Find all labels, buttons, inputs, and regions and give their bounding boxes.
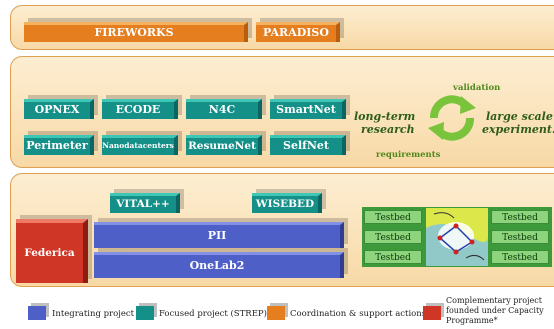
n4c-label: N4C	[208, 103, 236, 116]
onelab2-box: OneLab2	[94, 252, 344, 278]
opnex-box: OPNEX	[24, 99, 94, 119]
n4c-box: N4C	[186, 99, 262, 119]
resumenet-box: ResumeNet	[186, 135, 262, 155]
nanodatacenters-label: Nanodatacenters	[102, 141, 174, 150]
legend-complementary-label: Complementary project founded under Capa…	[446, 296, 544, 325]
federica-box: Federica	[16, 219, 88, 283]
cycle-arrows-icon	[428, 95, 476, 141]
paradiso-label: PARADISO	[263, 26, 329, 39]
smartnet-label: SmartNet	[276, 103, 336, 116]
wisebed-label: WISEBED	[255, 198, 315, 210]
wisebed-box: WISEBED	[252, 193, 322, 213]
testbed-right-2: Testbed	[491, 230, 549, 244]
testbed-left-1: Testbed	[364, 210, 422, 224]
pii-label: PII	[207, 229, 227, 242]
fireworks-box: FIREWORKS	[24, 22, 248, 42]
paradiso-box: PARADISO	[256, 22, 340, 42]
ecode-box: ECODE	[102, 99, 178, 119]
smartnet-box: SmartNet	[270, 99, 346, 119]
cycle-left-text-2: research	[361, 123, 415, 136]
cycle-right-text-2: experiment.	[482, 123, 554, 136]
legend-integrating-label: Integrating project	[52, 309, 135, 319]
cycle-bottom-text: requirements	[376, 150, 441, 160]
onelab2-label: OneLab2	[189, 259, 245, 272]
legend-focused-label: Focused project (STREP)	[159, 309, 267, 319]
vital-box: VITAL++	[110, 193, 180, 213]
legend-coordination-label: Coordination & support actions	[290, 309, 427, 319]
perimeter-box: Perimeter	[24, 135, 94, 155]
perimeter-label: Perimeter	[26, 139, 88, 152]
cycle-top-text: validation	[453, 83, 501, 93]
nanodatacenters-box: Nanodatacenters	[102, 135, 178, 155]
network-illustration-icon	[426, 208, 488, 266]
legend-focused-swatch	[136, 306, 154, 320]
legend-coordination-swatch	[267, 306, 285, 320]
vital-label: VITAL++	[116, 198, 170, 210]
testbed-right-1: Testbed	[491, 210, 549, 224]
federica-label: Federica	[24, 247, 75, 259]
legend-complementary-swatch	[423, 306, 441, 320]
cycle-left-text-1: long-term	[354, 110, 416, 123]
testbed-right-3: Testbed	[491, 250, 549, 264]
ecode-label: ECODE	[115, 103, 161, 116]
selfnet-box: SelfNet	[270, 135, 346, 155]
testbed-left-2: Testbed	[364, 230, 422, 244]
resumenet-label: ResumeNet	[188, 140, 256, 152]
cycle-right-text-1: large scale	[486, 110, 553, 123]
pii-box: PII	[94, 222, 344, 248]
opnex-label: OPNEX	[34, 103, 80, 116]
testbed-left-3: Testbed	[364, 250, 422, 264]
fireworks-label: FIREWORKS	[94, 26, 174, 39]
legend-integrating-swatch	[28, 306, 46, 320]
selfnet-label: SelfNet	[283, 139, 329, 152]
